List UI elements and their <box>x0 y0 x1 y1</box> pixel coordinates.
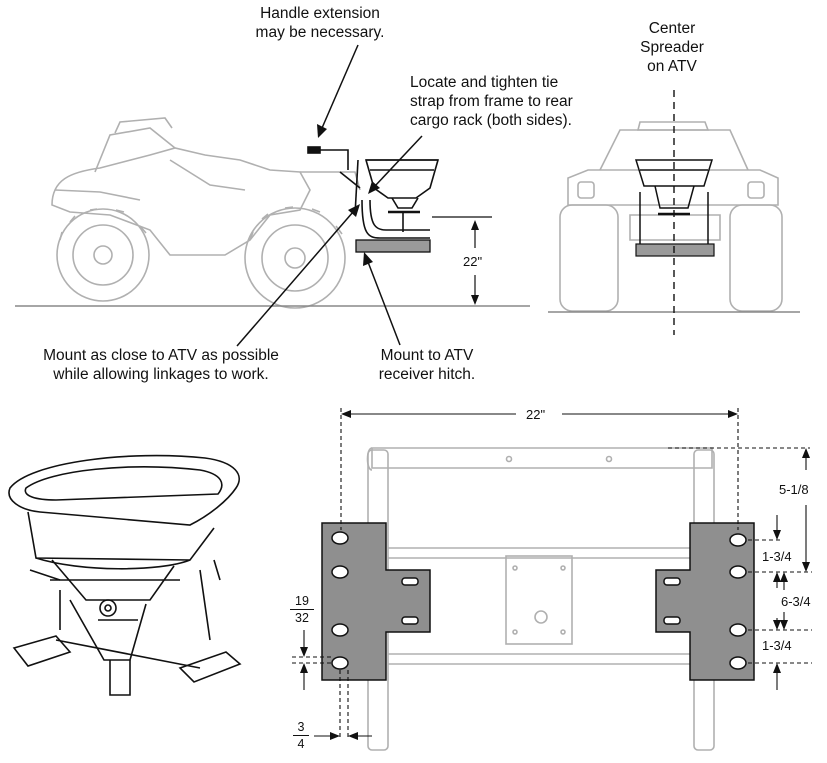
frame-dimension-arrowheads <box>300 410 810 740</box>
middle-spacing-dimension: 6-3/4 <box>781 594 811 609</box>
hole-edge-numerator: 19 <box>295 594 309 608</box>
hole-side-fraction: 3 4 <box>293 720 309 751</box>
mount-close-line-2: while allowing linkages to work. <box>53 366 269 383</box>
center-spreader-line-1: Center <box>648 20 696 37</box>
tie-strap-callout: Locate and tighten tie strap from frame … <box>410 73 573 130</box>
hole-side-denominator: 4 <box>297 737 305 751</box>
right-mounting-plate <box>655 522 755 681</box>
spreader-rear <box>634 159 714 244</box>
tie-strap-line-3: cargo rack (both sides). <box>410 112 572 129</box>
spreader-side <box>307 146 440 239</box>
height-dimension-side <box>432 216 492 305</box>
receiver-hitch-callout: Mount to ATV receiver hitch. <box>368 346 486 384</box>
frame-width-dimension: 22" <box>526 407 546 422</box>
side-height-dimension: 22" <box>463 254 483 269</box>
center-spreader-callout: Center Spreader on ATV <box>624 19 720 76</box>
tie-strap-line-1: Locate and tighten tie <box>410 74 559 91</box>
spreader-iso-view <box>8 454 242 696</box>
center-spreader-line-2: Spreader <box>640 39 704 56</box>
center-spreader-line-3: on ATV <box>647 58 697 75</box>
top-offset-dimension: 5-1/8 <box>779 482 809 497</box>
receiver-hitch-line-1: Mount to ATV <box>380 347 474 364</box>
left-mounting-plate <box>321 522 431 681</box>
receiver-hitch-line-2: receiver hitch. <box>378 366 476 383</box>
atv-rear-view <box>559 121 783 312</box>
lower-spacing-dimension: 1-3/4 <box>762 638 792 653</box>
leader-arrows-top <box>236 44 423 347</box>
handle-extension-callout: Handle extension may be necessary. <box>236 4 404 42</box>
hole-side-numerator: 3 <box>297 720 305 734</box>
hole-edge-fraction-bar <box>290 609 314 610</box>
hole-edge-denominator: 32 <box>295 611 309 625</box>
upper-spacing-dimension: 1-3/4 <box>762 549 792 564</box>
atv-side-view <box>51 117 361 309</box>
handle-extension-line-1: Handle extension <box>260 5 380 22</box>
receiver-hitch-rear <box>635 243 715 257</box>
tie-strap-line-2: strap from frame to rear <box>410 93 573 110</box>
handle-extension-line-2: may be necessary. <box>255 24 385 41</box>
hole-side-fraction-bar <box>293 735 309 736</box>
mount-close-line-1: Mount as close to ATV as possible <box>43 347 279 364</box>
receiver-hitch-bar <box>355 239 431 253</box>
mount-close-callout: Mount as close to ATV as possible while … <box>22 346 300 384</box>
hole-edge-fraction: 19 32 <box>290 594 314 625</box>
